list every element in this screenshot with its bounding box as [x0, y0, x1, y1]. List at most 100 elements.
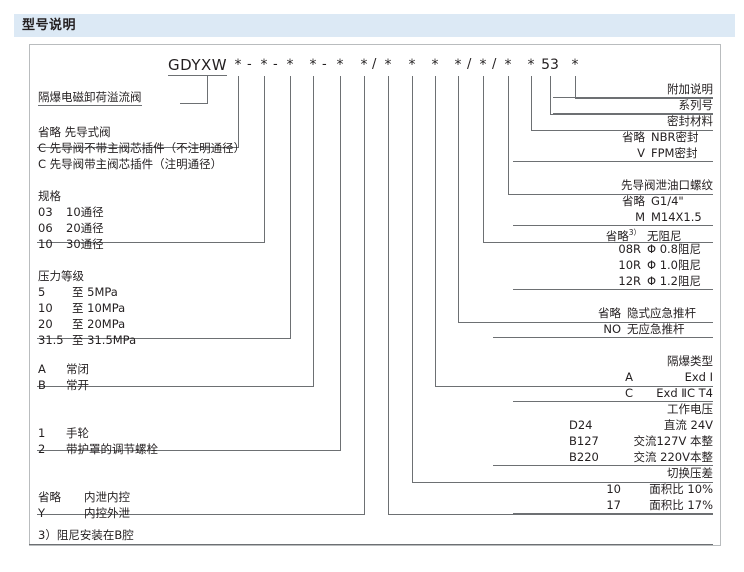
model-code-token-13: * — [454, 57, 462, 73]
size-spec-code-0: 03 — [38, 205, 53, 219]
damping-orifice-row-2: 10R Φ 1.0阻尼 — [513, 257, 713, 273]
switching-pressure-desc-1: 面积比 17% — [649, 498, 713, 512]
explosion-proof-type-title: 隔爆类型 — [667, 354, 713, 368]
model-code-row: GDYXW * - * - * * - * * / * * * * / * / … — [0, 56, 744, 76]
damping-orifice-desc-3: Φ 1.2阻尼 — [647, 274, 701, 288]
drain-control-desc-1: 内控外泄 — [84, 506, 130, 520]
leader-connector-19 — [550, 114, 713, 115]
seal-material-code-1: V — [637, 146, 645, 160]
diagram-frame — [29, 44, 721, 546]
leader-line-0 — [238, 76, 239, 148]
pilot-valve-option-1: C 先导阀不带主阀芯插件（不注明通径） — [38, 141, 246, 155]
damping-orifice-code-1: 08R — [618, 242, 641, 256]
model-code-token-0: * — [234, 57, 242, 73]
damping-orifice-sup-0: 3） — [628, 228, 641, 237]
size-spec-code-1: 06 — [38, 221, 53, 235]
seal-material-title: 密封材料 — [667, 114, 713, 128]
size-spec-title: 规格 — [38, 189, 61, 203]
model-code-token-19: 53 — [541, 57, 559, 73]
switching-pressure-desc-0: 面积比 10% — [649, 482, 713, 496]
pressure-rating-title: 压力等级 — [38, 269, 84, 283]
model-code-token-11: * — [408, 57, 416, 73]
leader-line-17 — [508, 76, 509, 195]
leader-line-4 — [290, 76, 291, 339]
pilot-valve-option-0: 省略 先导式阀 — [38, 125, 111, 139]
explosion-proof-type-desc-0: Exd Ⅰ — [684, 370, 713, 384]
leader-line-prefix — [207, 76, 208, 104]
leader-line-10 — [388, 76, 389, 515]
emergency-pushrod-code-1: NO — [603, 322, 621, 336]
pilot-drain-thread-code-0: 省略 — [622, 194, 645, 208]
working-voltage-title: 工作电压 — [667, 402, 713, 416]
pressure-rating-desc-3: 至 31.5MPa — [72, 333, 137, 347]
working-voltage-code-2: B220 — [569, 450, 599, 464]
page-title: 型号说明 — [22, 18, 77, 33]
leader-connector-7 — [37, 450, 341, 451]
leader-connector-0 — [37, 147, 239, 148]
working-voltage-desc-1: 交流127V 本整 — [633, 434, 713, 448]
leader-line-19 — [550, 76, 551, 115]
footnote-rule — [29, 544, 713, 545]
model-code-token-6: - — [322, 57, 327, 72]
model-code-token-1: - — [247, 57, 252, 72]
emergency-pushrod-desc-1: 无应急推杆 — [627, 322, 685, 336]
switching-pressure-row-0: 10 面积比 10% — [513, 481, 713, 497]
damping-orifice-code-2: 10R — [618, 258, 641, 272]
pressure-rating-desc-2: 至 20MPa — [72, 317, 126, 331]
model-code-prefix: GDYXW — [168, 56, 228, 76]
valve-function-code-0: A — [38, 362, 46, 376]
valve-function-desc-1: 常开 — [66, 378, 89, 392]
leader-line-20 — [575, 76, 576, 99]
leader-connector-5 — [37, 386, 314, 387]
leader-connector-18 — [531, 130, 713, 131]
adjustment-type-desc-1: 带护罩的调节螺栓 — [66, 442, 158, 456]
emergency-pushrod-row-1: NO 无应急推杆 — [493, 321, 713, 338]
leader-line-7 — [340, 76, 341, 451]
explosion-proof-type-desc-1: Exd ⅡC T4 — [656, 386, 713, 400]
model-code-token-4: * — [286, 57, 294, 73]
seal-material-desc-0: NBR密封 — [651, 130, 699, 144]
damping-orifice-desc-2: Φ 1.0阻尼 — [647, 258, 701, 272]
explosion-proof-type-code-0: A — [625, 370, 633, 384]
model-code-token-17: * — [504, 57, 512, 73]
working-voltage-desc-0: 直流 24V — [663, 418, 713, 432]
pilot-drain-thread-desc-0: G1/4" — [651, 194, 684, 208]
model-code-token-8: * — [360, 57, 368, 73]
leader-connector-15 — [483, 242, 713, 243]
drain-control-code-0: 省略 — [38, 490, 61, 504]
leader-connector-11 — [412, 482, 713, 483]
explosion-proof-type-row-0: A Exd Ⅰ — [513, 369, 713, 385]
valve-function-code-1: B — [38, 378, 46, 392]
switching-pressure-code-1: 17 — [606, 498, 621, 512]
leader-connector-4 — [37, 338, 291, 339]
switching-pressure-code-0: 10 — [606, 482, 621, 496]
leader-line-18 — [531, 76, 532, 131]
pilot-drain-thread-code-1: M — [635, 210, 645, 224]
leader-line-15 — [483, 76, 484, 243]
label-product-name: 隔爆电磁卸荷溢流阀 — [38, 89, 142, 106]
header-accent-stripe — [9, 14, 14, 37]
model-code-token-15: * — [479, 57, 487, 73]
damping-orifice-desc-0: 无阻尼 — [647, 228, 682, 243]
product-name-text: 隔爆电磁卸荷溢流阀 — [38, 90, 142, 106]
section-header-bar — [9, 14, 735, 37]
additional-note-title: 附加说明 — [553, 81, 713, 98]
